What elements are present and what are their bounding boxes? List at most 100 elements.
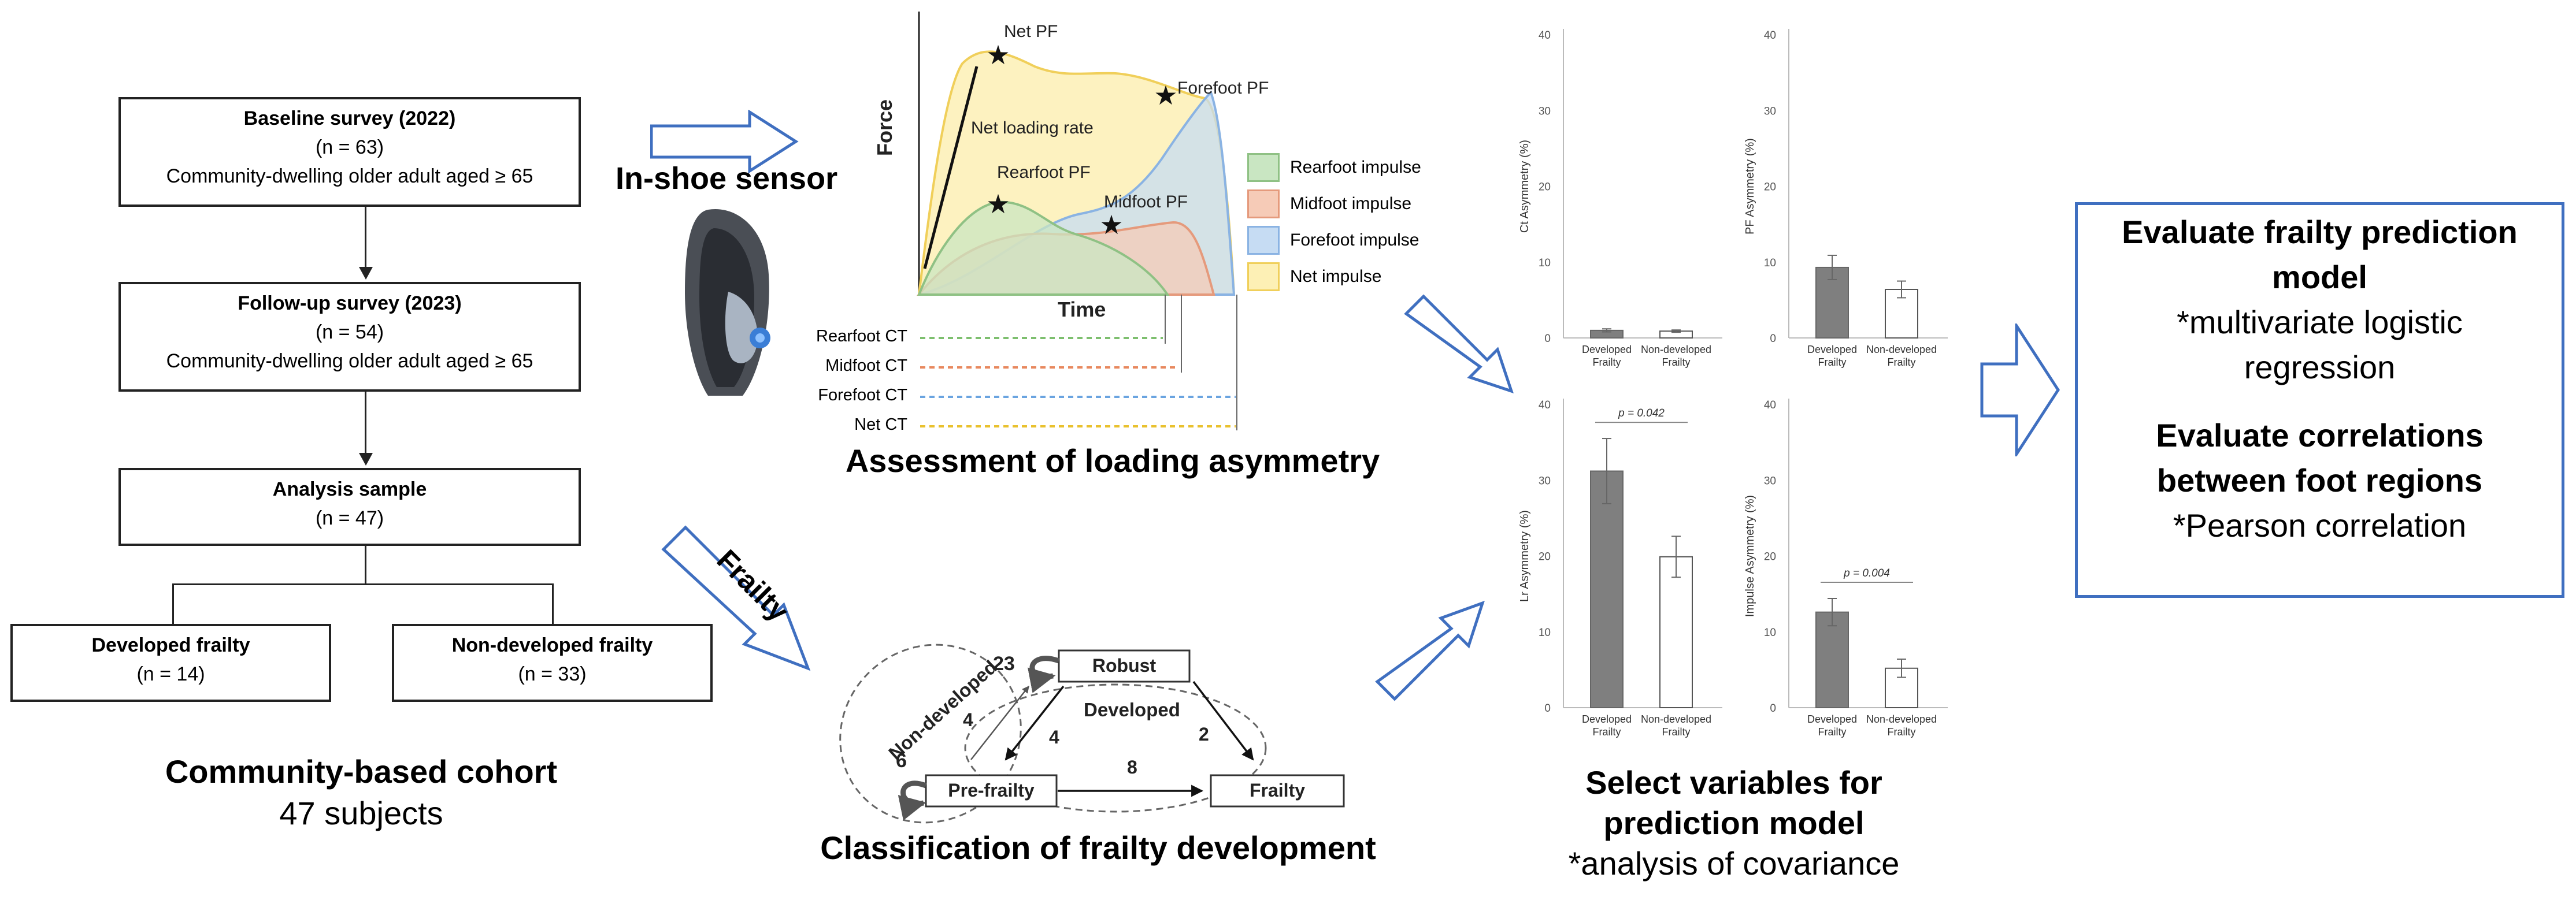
net-pf-label: Net PF [1004, 22, 1058, 41]
cohort-caption-title: Community-based cohort [165, 753, 558, 790]
arrow-transition-to-charts [1375, 600, 1485, 701]
robust-self-loop-icon [1027, 656, 1060, 693]
y-tick-label: 40 [1764, 399, 1776, 411]
ct-label-forefoot: Forefoot CT [818, 386, 907, 404]
count-robust-to-pre: 4 [1049, 727, 1059, 748]
arrow-to-sensor [650, 110, 799, 173]
followup-n: (n = 54) [315, 321, 384, 343]
evaluate-title-2b: between foot regions [2156, 462, 2483, 499]
ct-lines [920, 337, 1236, 427]
forefoot-pf-label: Forefoot PF [1177, 79, 1269, 98]
category-label: Frailty [1593, 726, 1621, 738]
y-axis-label: Lr Asymmetry (%) [1518, 510, 1531, 602]
group-developed-label: Developed [1084, 699, 1180, 720]
select-variables-caption: Select variables for prediction model *a… [1503, 763, 1965, 884]
category-label: Frailty [1818, 356, 1847, 368]
y-tick-label: 30 [1764, 475, 1776, 487]
count-robust-to-frailty: 2 [1199, 724, 1209, 745]
y-tick-label: 20 [1764, 551, 1776, 563]
developed-group-ellipse [964, 683, 1267, 813]
select-caption-sub: *analysis of covariance [1568, 845, 1900, 882]
cohort-caption: Community-based cohort 47 subjects [92, 751, 630, 834]
category-label: Frailty [1662, 726, 1691, 738]
legend-item-forefoot: Forefoot impulse [1247, 222, 1421, 258]
y-tick-label: 0 [1770, 702, 1776, 715]
y-tick-label: 10 [1539, 257, 1551, 269]
ct-label-net: Net CT [854, 415, 907, 434]
category-label: Developed [1807, 344, 1857, 355]
y-tick-label: 30 [1539, 105, 1551, 117]
arrow-force-to-charts [1404, 294, 1514, 393]
nondeveloped-frailty-box: Non-developed frailty (n = 33) [392, 624, 713, 702]
nondeveloped-title: Non-developed frailty [451, 634, 653, 656]
y-tick-label: 0 [1770, 333, 1776, 345]
shoe-insole-image [685, 209, 770, 396]
analysis-sample-box: Analysis sample (n = 47) [118, 468, 581, 546]
bar-1 [1659, 556, 1693, 708]
midfoot-pf-label: Midfoot PF [1104, 192, 1188, 211]
legend-label-net: Net impulse [1290, 266, 1382, 286]
ct-label-midfoot: Midfoot CT [825, 356, 907, 375]
split-left [172, 583, 174, 625]
y-tick-label: 10 [1764, 257, 1776, 269]
peak-star-icons: ★ ★ ★ ★ [986, 40, 1177, 240]
y-tick-label: 20 [1539, 551, 1551, 563]
robust-box [1058, 649, 1191, 683]
legend-swatch-forefoot [1247, 225, 1280, 255]
arrow-pre-to-robust [970, 686, 1029, 760]
robust-label: Robust [1092, 655, 1157, 676]
arrowhead-2 [359, 453, 373, 466]
category-label: Developed [1582, 713, 1632, 725]
y-tick-label: 20 [1764, 181, 1776, 194]
arrow-frailty [661, 525, 811, 671]
connector-1 [365, 207, 366, 270]
legend-item-rearfoot: Rearfoot impulse [1247, 149, 1421, 185]
y-tick-label: 0 [1544, 333, 1551, 345]
p-value-annotation: p = 0.042 [1618, 407, 1665, 419]
legend-item-midfoot: Midfoot impulse [1247, 185, 1421, 222]
legend-label-midfoot: Midfoot impulse [1290, 194, 1412, 213]
legend-label-rearfoot: Rearfoot impulse [1290, 157, 1421, 177]
y-axis-label: Ct Asymmetry (%) [1518, 140, 1531, 233]
legend-swatch-midfoot [1247, 189, 1280, 218]
arrowhead-1 [359, 267, 373, 280]
net-pf-star-icon: ★ [986, 40, 1010, 70]
legend-label-forefoot: Forefoot impulse [1290, 230, 1419, 250]
y-tick-label: 10 [1539, 627, 1551, 639]
analysis-title: Analysis sample [272, 478, 427, 500]
force-xlabel: Time [1058, 298, 1106, 321]
evaluate-title-1a: Evaluate frailty prediction [2122, 214, 2518, 250]
count-robust-self: 23 [993, 653, 1015, 675]
split-line [172, 583, 554, 585]
developed-n: (n = 14) [136, 663, 205, 685]
select-caption-line2: prediction model [1603, 805, 1865, 841]
category-label: Developed [1582, 344, 1632, 355]
followup-desc: Community-dwelling older adult aged ≥ 65 [166, 350, 533, 372]
count-pre-to-frailty: 8 [1127, 757, 1137, 778]
frailty-label: Frailty [1249, 780, 1306, 801]
rearfoot-pf-label: Rearfoot PF [997, 163, 1091, 182]
force-ylabel: Force [873, 99, 896, 156]
select-caption-line1: Select variables for [1585, 764, 1882, 801]
category-label: Frailty [1662, 356, 1691, 368]
legend-item-net: Net impulse [1247, 258, 1421, 295]
baseline-desc: Community-dwelling older adult aged ≥ 65 [166, 165, 533, 187]
analysis-n: (n = 47) [315, 507, 384, 529]
y-tick-label: 40 [1764, 29, 1776, 42]
ct-labels: Rearfoot CT Midfoot CT Forefoot CT Net C… [798, 327, 907, 445]
transition-caption: Classification of frailty development [820, 830, 1376, 866]
transition-diagram [839, 644, 1345, 824]
split-right [552, 583, 554, 625]
net-loading-rate-label: Net loading rate [971, 118, 1094, 137]
nondeveloped-n: (n = 33) [518, 663, 587, 685]
count-pre-self: 6 [896, 750, 907, 772]
baseline-survey-box: Baseline survey (2022) (n = 63) Communit… [118, 97, 581, 207]
evaluate-sub-1b: regression [2244, 349, 2396, 385]
count-pre-to-robust: 4 [963, 709, 973, 730]
frailty-box [1210, 774, 1345, 808]
rearfoot-pf-star-icon: ★ [986, 189, 1010, 219]
legend-swatch-net [1247, 262, 1280, 291]
